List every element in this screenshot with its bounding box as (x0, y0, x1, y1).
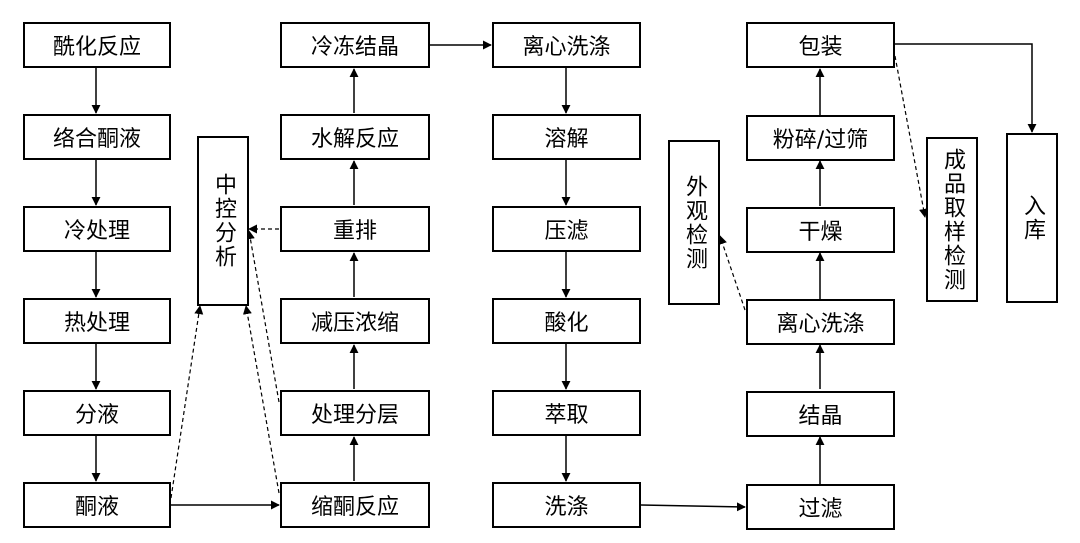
step-acidification: 酸化 (492, 298, 641, 344)
step-label: 离心洗涤 (522, 35, 611, 60)
step-treatment-layering: 处理分层 (280, 390, 430, 436)
step-freeze-crystallization: 冷冻结晶 (280, 22, 430, 68)
arrow-packaging-to-warehousing (895, 43, 1037, 133)
dashed-centrifuge-to-appearance (718, 235, 746, 311)
step-extraction: 萃取 (492, 390, 641, 436)
step-label: 溶解 (544, 127, 589, 152)
step-label: 离心洗涤 (776, 312, 865, 337)
step-label: 冷处理 (63, 219, 130, 244)
step-vacuum-concentration: 减压浓缩 (280, 298, 430, 344)
step-label: 热处理 (63, 311, 130, 336)
step-label: 包装 (798, 35, 843, 60)
dashed-layering-to-analysis (245, 230, 280, 403)
step-crystallization: 结晶 (746, 391, 895, 437)
step-rearrangement: 重排 (280, 206, 430, 252)
step-label: 酰化反应 (52, 35, 141, 60)
dashed-condensation-to-analysis (242, 305, 280, 494)
arrow-washing-to-filtration (640, 502, 746, 512)
check-label: 外观检测 (682, 174, 707, 271)
step-packaging: 包装 (746, 22, 895, 68)
check-appearance-inspection: 外观检测 (668, 140, 720, 305)
check-label: 成品取样检测 (940, 147, 965, 292)
step-washing: 洗涤 (492, 482, 641, 528)
step-label: 酸化 (544, 311, 589, 336)
step-label: 干燥 (798, 220, 843, 245)
step-label: 冷冻结晶 (310, 35, 399, 60)
step-label: 酮液 (74, 495, 119, 520)
step-label: 减压浓缩 (310, 311, 399, 336)
step-label: 处理分层 (310, 403, 399, 428)
check-label: 中控分析 (211, 173, 236, 269)
step-cold-treatment: 冷处理 (23, 206, 171, 252)
step-label: 洗涤 (544, 495, 589, 520)
step-centrifuge-wash-2: 离心洗涤 (746, 299, 895, 345)
step-filtration: 过滤 (746, 484, 895, 530)
check-in-process-analysis: 中控分析 (197, 136, 249, 306)
step-condensation: 缩酮反应 (280, 482, 430, 528)
step-label: 缩酮反应 (310, 495, 399, 520)
dashed-ketone-to-analysis (170, 305, 204, 499)
step-label: 萃取 (544, 403, 589, 428)
step-crush-sieve: 粉碎/过筛 (746, 115, 895, 161)
step-centrifuge-wash-1: 离心洗涤 (492, 22, 641, 68)
step-label: 络合酮液 (52, 127, 141, 152)
step-label: 结晶 (798, 404, 843, 429)
check-final-sample-inspection: 成品取样检测 (926, 137, 978, 302)
step-label: 分液 (74, 403, 119, 428)
dashed-packaging-to-sample (894, 55, 928, 218)
step-complex-ketone-liquid: 络合酮液 (23, 114, 171, 160)
step-label: 粉碎/过筛 (772, 128, 869, 153)
step-liquid-separation: 分液 (23, 390, 171, 436)
step-ketone-liquid: 酮液 (23, 482, 171, 528)
step-label: 重排 (332, 219, 377, 244)
check-warehousing: 入库 (1006, 133, 1058, 303)
step-press-filtration: 压滤 (492, 206, 641, 252)
step-label: 水解反应 (310, 127, 399, 152)
step-label: 压滤 (544, 219, 589, 244)
step-hydrolysis: 水解反应 (280, 114, 430, 160)
step-heat-treatment: 热处理 (23, 298, 171, 344)
check-label: 入库 (1020, 194, 1045, 242)
step-drying: 干燥 (746, 207, 895, 253)
step-acylation: 酰化反应 (23, 22, 171, 68)
step-label: 过滤 (798, 497, 843, 522)
step-dissolution: 溶解 (492, 114, 641, 160)
